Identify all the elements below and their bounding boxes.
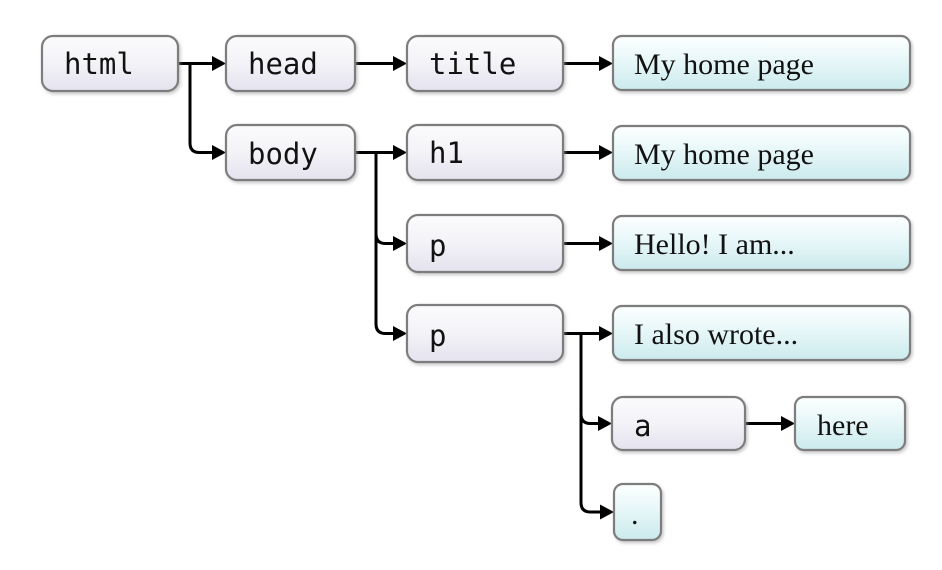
node-title-box[interactable]: [405, 34, 565, 93]
node-a-box[interactable]: [610, 395, 747, 452]
node-text-alsowrote-box[interactable]: [611, 304, 912, 362]
node-text-title-label: My home page: [634, 48, 814, 81]
node-text-hello-label: Hello! I am...: [634, 228, 795, 261]
node-text-h1[interactable]: My home page: [611, 124, 912, 182]
node-text-title-box[interactable]: [611, 34, 912, 92]
node-p-1-label: p: [429, 229, 446, 263]
node-text-period-label: .: [631, 498, 639, 531]
node-a-label: a: [634, 409, 651, 443]
node-text-hello-box[interactable]: [611, 214, 912, 272]
arrow-p2-dot: [600, 504, 614, 520]
node-text-alsowrote-label: I also wrote...: [634, 318, 798, 351]
node-p-1[interactable]: p: [405, 213, 565, 274]
node-a[interactable]: a: [610, 395, 747, 452]
node-text-here-box[interactable]: [793, 395, 907, 452]
node-h1-box[interactable]: [405, 123, 565, 182]
node-p-2-box[interactable]: [405, 303, 565, 364]
edge-body-p1: [374, 152, 393, 245]
node-text-h1-label: My home page: [634, 138, 814, 171]
node-p-2-label: p: [429, 319, 446, 353]
node-title[interactable]: title: [405, 34, 565, 93]
node-text-h1-box[interactable]: [611, 124, 912, 182]
arrow-body-h1: [393, 145, 407, 160]
node-title-label: title: [429, 47, 516, 81]
node-p-1-box[interactable]: [405, 213, 565, 274]
edge-layer: [178, 56, 795, 520]
node-text-period[interactable]: .: [612, 482, 663, 542]
node-head-label: head: [248, 47, 318, 81]
node-body-box[interactable]: [224, 123, 357, 182]
node-html[interactable]: html: [40, 34, 180, 93]
arrow-p1-text: [599, 236, 613, 251]
edge-html-body: [188, 63, 212, 154]
arrow-html-body: [212, 145, 226, 160]
edge-body-p2: [374, 152, 393, 335]
node-layer: html head title My home page body: [40, 34, 912, 542]
arrow-html-head: [212, 56, 226, 71]
node-head-box[interactable]: [224, 34, 357, 93]
node-html-label: html: [64, 47, 134, 81]
node-head[interactable]: head: [224, 34, 357, 93]
arrow-head-title: [393, 56, 407, 71]
arrow-body-p2: [393, 326, 407, 341]
arrow-title-text: [599, 56, 613, 71]
edge-p2-dot: [579, 333, 600, 514]
node-p-2[interactable]: p: [405, 303, 565, 364]
arrow-p2-text: [599, 326, 613, 341]
node-h1[interactable]: h1: [405, 123, 565, 182]
node-text-alsowrote[interactable]: I also wrote...: [611, 304, 912, 362]
arrow-body-p1: [393, 236, 407, 251]
arrow-a-here: [781, 416, 795, 431]
arrow-p2-a: [598, 416, 612, 431]
node-h1-label: h1: [429, 136, 464, 170]
node-body[interactable]: body: [224, 123, 357, 182]
edge-p2-a: [579, 333, 598, 425]
node-text-here[interactable]: here: [793, 395, 907, 452]
node-body-label: body: [248, 137, 318, 171]
node-text-period-box[interactable]: [612, 482, 663, 542]
arrow-h1-text: [599, 145, 613, 160]
node-text-here-label: here: [817, 409, 869, 442]
node-text-title[interactable]: My home page: [611, 34, 912, 92]
node-html-box[interactable]: [40, 34, 180, 93]
node-text-hello[interactable]: Hello! I am...: [611, 214, 912, 272]
